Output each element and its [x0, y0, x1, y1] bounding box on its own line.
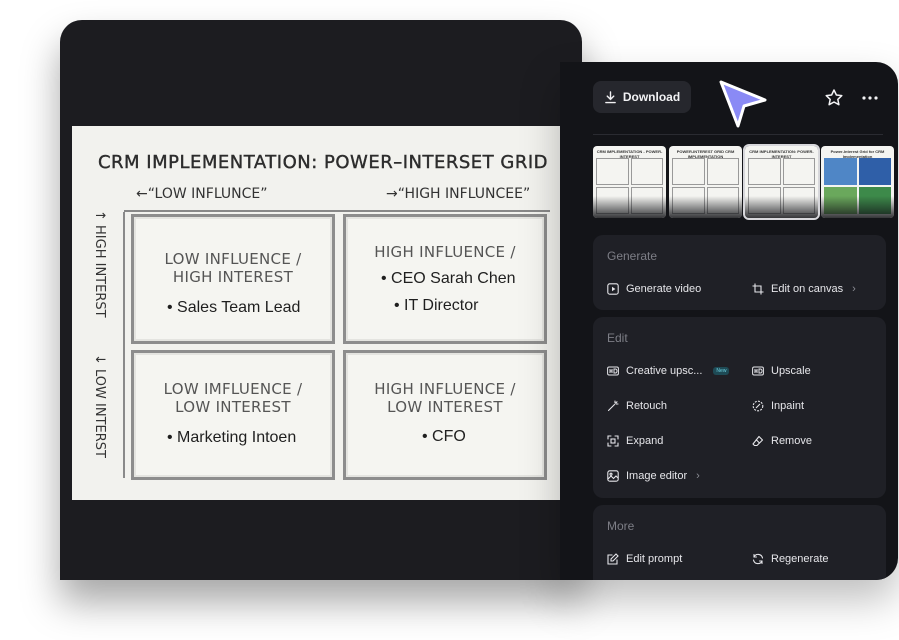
generated-image[interactable]: CRM IMPLEMENTATION: POWER–INTERSET GRID …	[72, 126, 574, 500]
regenerate-icon	[752, 553, 764, 565]
action-label: Upscale	[771, 365, 811, 377]
creative-upscale-button[interactable]: Creative upsc... New	[607, 365, 730, 377]
actions-panel: Download CRM IMPLEMENTATION - POWER-INTE…	[560, 62, 898, 580]
thumbnail-variation-1[interactable]: CRM IMPLEMENTATION - POWER-INTEREST	[593, 146, 666, 218]
stakeholder-item: • CFO	[422, 428, 466, 445]
hd-icon	[752, 366, 764, 376]
low-influence-label: ←“LOW INFLUNCE”	[136, 186, 268, 202]
edit-on-canvas-button[interactable]: Edit on canvas ›	[752, 283, 856, 295]
action-label: Inpaint	[771, 400, 805, 412]
upscale-button[interactable]: Upscale	[752, 365, 811, 377]
generate-section: Generate Generate video Edit on canvas ›	[593, 235, 886, 310]
high-interest-label: ↑ HIGH INTERST	[92, 210, 107, 318]
stakeholder-item: • IT Director	[394, 297, 479, 314]
hd-plus-icon	[607, 366, 619, 376]
quadrant-heading: LOW INFLUENCE /	[164, 250, 302, 268]
edit-section: Edit Creative upsc... New Upscale Retouc…	[593, 317, 886, 498]
edit-prompt-button[interactable]: Edit prompt	[607, 553, 682, 565]
quadrant-heading: HIGH INFLUENCE /	[374, 380, 516, 398]
chevron-right-icon: ›	[852, 283, 856, 295]
quadrant-low-influence-high-interest: LOW INFLUENCE / HIGH INTEREST • Sales Te…	[131, 214, 335, 344]
action-label: Expand	[626, 435, 664, 447]
generate-video-button[interactable]: Generate video	[607, 283, 701, 295]
expand-icon	[607, 435, 619, 447]
quadrant-heading: HIGH INFLUENCE /	[374, 243, 516, 261]
image-preview-card: CRM IMPLEMENTATION: POWER–INTERSET GRID …	[60, 20, 582, 580]
stakeholder-item: • CEO Sarah Chen	[381, 270, 516, 287]
quadrant-high-influence-low-interest: HIGH INFLUENCE / LOW INTEREST • CFO	[343, 350, 547, 480]
action-label: Regenerate	[771, 553, 829, 565]
eraser-icon	[752, 435, 764, 447]
section-title: Edit	[607, 331, 628, 345]
action-label: Creative upsc...	[626, 365, 703, 377]
quadrant-high-influence-high-interest: HIGH INFLUENCE / • CEO Sarah Chen • IT D…	[343, 214, 547, 344]
quadrant-heading: HIGH INTEREST	[172, 268, 294, 286]
thumbnail-title: POWER-INTEREST GRID CRM IMPLEMENTATION	[676, 149, 735, 159]
low-interest-label: ↓ LOW INTERST	[92, 354, 107, 458]
action-label: Remove	[771, 435, 812, 447]
left-axis-line	[123, 212, 125, 478]
inpaint-icon	[752, 400, 764, 412]
thumbnail-title: CRM IMPLEMENTATION - POWER-INTEREST	[596, 149, 663, 159]
new-badge: New	[713, 367, 730, 375]
image-editor-icon	[607, 470, 619, 482]
expand-button[interactable]: Expand	[607, 435, 663, 447]
cursor-pointer-icon	[719, 80, 767, 128]
inpaint-button[interactable]: Inpaint	[752, 400, 804, 412]
more-icon[interactable]	[859, 87, 881, 109]
action-label: Image editor	[626, 470, 688, 482]
stakeholder-item: • Marketing Intoen	[167, 429, 297, 446]
thumbnail-variation-4[interactable]: Power-Interest Grid for CRM Implementati…	[821, 146, 894, 218]
canvas-crop-icon	[752, 283, 764, 295]
high-influence-label: →“HIGH INFLUNCEE”	[386, 186, 531, 202]
thumbnail-variation-2[interactable]: POWER-INTEREST GRID CRM IMPLEMENTATION	[669, 146, 742, 218]
thumbnail-title: Power-Interest Grid for CRM Implementati…	[830, 149, 885, 159]
image-editor-button[interactable]: Image editor ›	[607, 470, 700, 482]
action-label: Edit on canvas	[771, 283, 844, 295]
action-label: Generate video	[626, 283, 702, 295]
thumbnail-variation-3[interactable]: CRM IMPLEMENTATION: POWER-INTEREST	[743, 144, 820, 220]
star-icon[interactable]	[823, 87, 845, 109]
quadrant-heading: LOW IMFLUENCE /	[163, 380, 303, 398]
top-axis-line	[124, 210, 550, 212]
chevron-right-icon: ›	[696, 470, 700, 482]
panel-divider	[593, 134, 883, 135]
more-section: More Edit prompt Regenerate	[593, 505, 886, 580]
magic-wand-icon	[607, 400, 619, 412]
regenerate-button[interactable]: Regenerate	[752, 553, 829, 565]
section-title: More	[607, 519, 635, 533]
quadrant-heading: LOW INTEREST	[175, 398, 291, 416]
grid-title: CRM IMPLEMENTATION: POWER–INTERSET GRID	[97, 152, 548, 173]
remove-button[interactable]: Remove	[752, 435, 812, 447]
download-button[interactable]: Download	[593, 81, 691, 113]
variation-thumbnails: CRM IMPLEMENTATION - POWER-INTEREST POWE…	[593, 144, 898, 220]
action-label: Edit prompt	[626, 553, 683, 565]
download-label: Download	[622, 90, 681, 104]
stakeholder-item: • Sales Team Lead	[167, 299, 301, 316]
quadrant-heading: LOW INTEREST	[387, 398, 503, 416]
quadrant-low-influence-low-interest: LOW IMFLUENCE / LOW INTEREST • Marketing…	[131, 350, 335, 480]
edit-prompt-icon	[607, 553, 619, 565]
section-title: Generate	[607, 249, 658, 263]
play-icon	[607, 283, 619, 295]
download-icon	[604, 90, 616, 103]
retouch-button[interactable]: Retouch	[607, 400, 667, 412]
action-label: Retouch	[626, 400, 667, 412]
thumbnail-title: CRM IMPLEMENTATION: POWER-INTEREST	[749, 149, 814, 159]
